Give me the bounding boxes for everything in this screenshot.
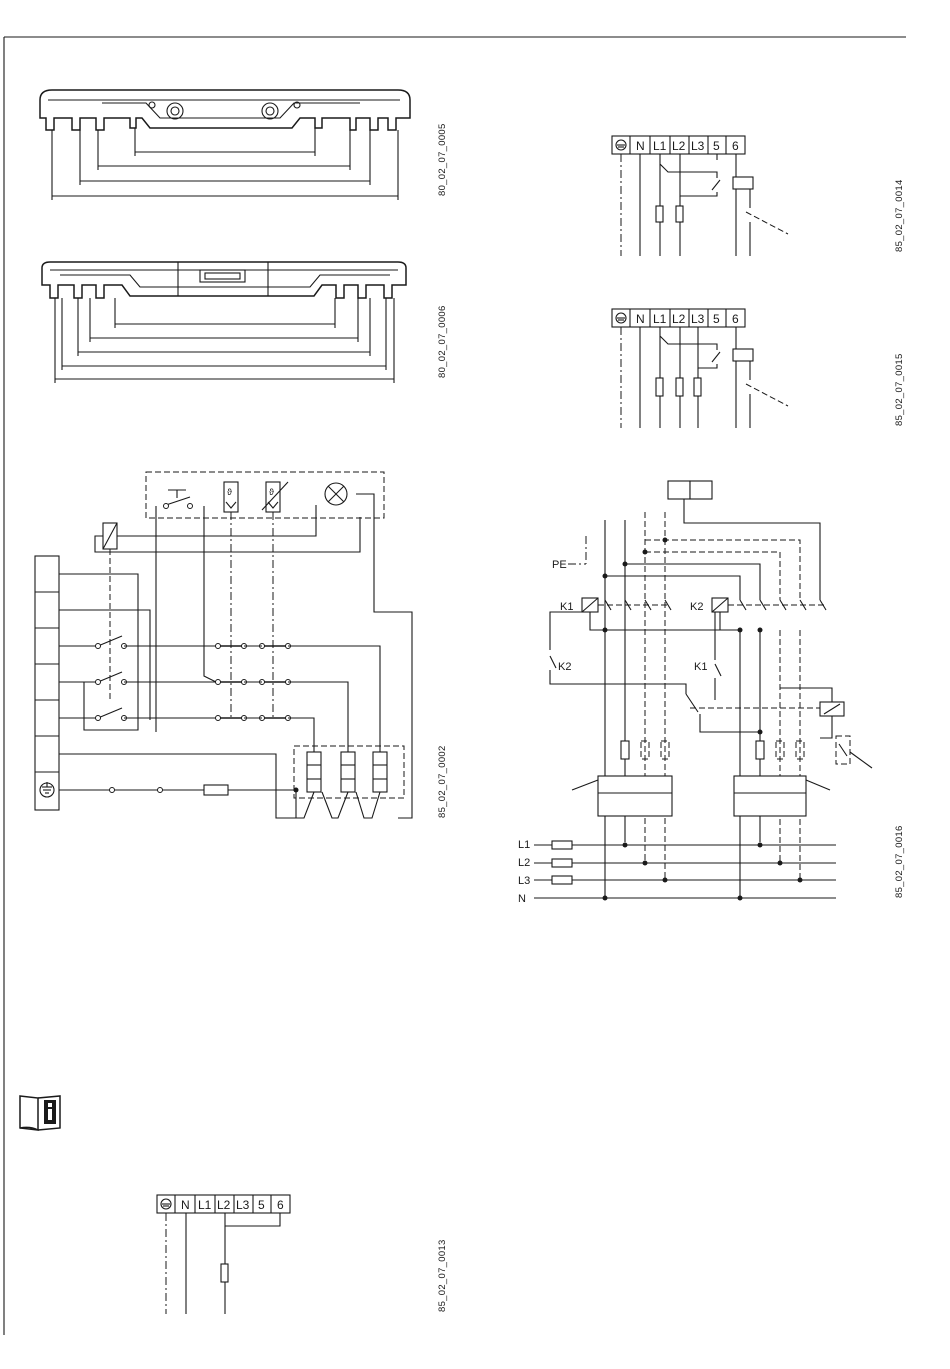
label-pe: PE <box>552 559 567 571</box>
book-info-icon <box>20 1096 60 1130</box>
terminal-wiring-diagram-3: N L1 L2 L3 5 6 <box>157 1195 290 1314</box>
terminal-e-l2: L2 <box>672 312 686 326</box>
contactor-circuit-diagram: PE K1 K2 K2 <box>518 481 872 905</box>
supply-l1: L1 <box>518 839 530 851</box>
terminal-wiring-diagram-1: N L1 L2 L3 5 6 <box>612 136 788 256</box>
figure-id-a: 80_02_07_0005 <box>437 123 448 196</box>
terminal-g-l3: L3 <box>236 1198 250 1212</box>
supply-n: N <box>518 893 526 905</box>
label-k2-contact: K2 <box>558 661 571 673</box>
terminal-d-l1: L1 <box>653 139 667 153</box>
figure-id-d: 85_02_07_0014 <box>894 179 905 252</box>
label-k1: K1 <box>560 601 573 613</box>
terminal-g-l2: L2 <box>217 1198 231 1212</box>
terminal-g-l1: L1 <box>198 1198 212 1212</box>
figure-id-c: 85_02_07_0002 <box>437 745 448 818</box>
figure-id-e: 85_02_07_0015 <box>894 353 905 426</box>
terminal-d-l2: L2 <box>672 139 686 153</box>
terminal-wiring-diagram-2: N L1 L2 L3 5 6 <box>612 309 788 428</box>
svg-text:ϑ: ϑ <box>227 487 232 497</box>
terminal-d-l3: L3 <box>691 139 705 153</box>
internal-wiring-diagram: ϑ ϑ <box>35 472 412 818</box>
terminal-e-5: 5 <box>713 312 720 326</box>
terminal-e-l1: L1 <box>653 312 667 326</box>
terminal-g-n: N <box>181 1198 190 1212</box>
supply-l2: L2 <box>518 857 530 869</box>
label-k2: K2 <box>690 601 703 613</box>
terminal-g-6: 6 <box>277 1198 284 1212</box>
terminal-e-l3: L3 <box>691 312 705 326</box>
svg-text:ϑ: ϑ <box>269 487 274 497</box>
terminal-e-n: N <box>636 312 645 326</box>
mounting-rail-drawing-1 <box>40 90 410 200</box>
terminal-d-n: N <box>636 139 645 153</box>
figure-id-f: 85_02_07_0016 <box>894 825 905 898</box>
figure-id-b: 80_02_07_0006 <box>437 305 448 378</box>
figure-id-g: 85_02_07_0013 <box>437 1239 448 1312</box>
terminal-e-6: 6 <box>732 312 739 326</box>
supply-l3: L3 <box>518 875 530 887</box>
terminal-d-6: 6 <box>732 139 739 153</box>
mounting-rail-drawing-2 <box>42 262 406 383</box>
terminal-d-5: 5 <box>713 139 720 153</box>
terminal-g-5: 5 <box>258 1198 265 1212</box>
label-k1-contact: K1 <box>694 661 707 673</box>
